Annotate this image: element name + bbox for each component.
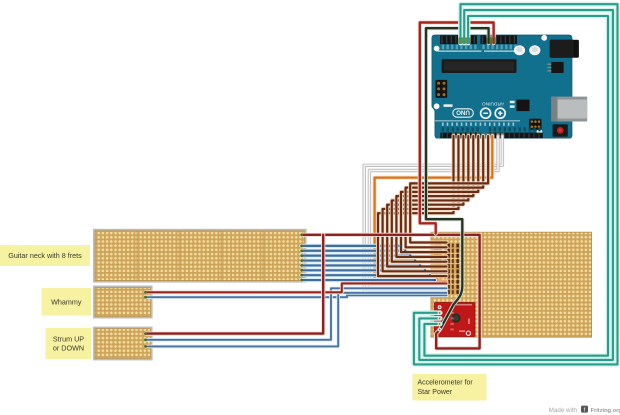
svg-text:Accelerometer for: Accelerometer for — [418, 380, 474, 387]
svg-text:Star Power: Star Power — [418, 389, 453, 396]
svg-text:Strum UP: Strum UP — [53, 335, 84, 344]
svg-text:f: f — [584, 407, 586, 413]
svg-text:Made with: Made with — [549, 407, 578, 414]
svg-text:Fritzing.org: Fritzing.org — [591, 408, 620, 414]
svg-text:Whammy: Whammy — [51, 297, 82, 306]
svg-text:or DOWN: or DOWN — [53, 343, 84, 352]
svg-text:Guitar neck with 8 frets: Guitar neck with 8 frets — [8, 251, 82, 260]
svg-text:UNO: UNO — [456, 109, 470, 116]
svg-text:ARDUINO: ARDUINO — [482, 100, 504, 106]
